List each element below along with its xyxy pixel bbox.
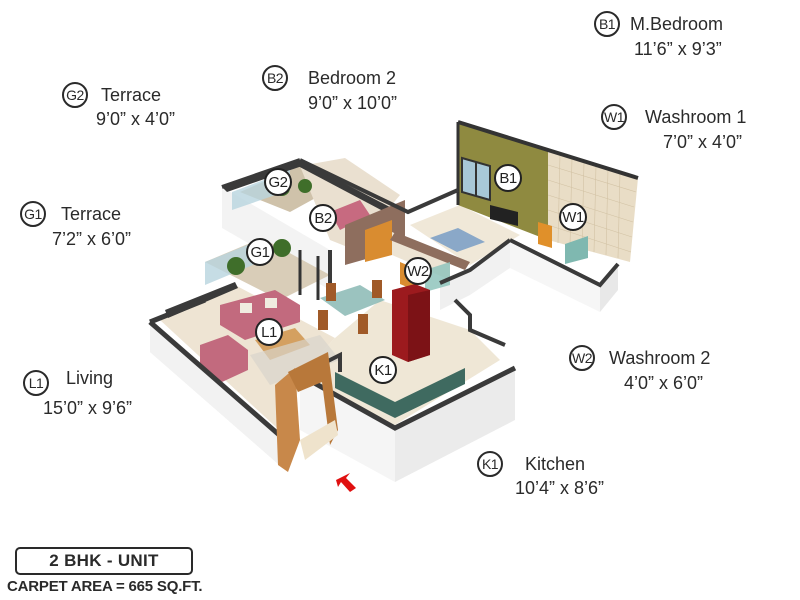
room-name-w1: Washroom 1: [645, 106, 747, 127]
room-name-w2: Washroom 2: [609, 347, 711, 368]
living-walls: [148, 297, 338, 472]
badge-w1: W1: [601, 104, 627, 130]
room-dims-w1: 7’0” x 4’0”: [663, 132, 743, 152]
badge-l1: L1: [23, 370, 49, 396]
plan-marker-g1[interactable]: G1: [246, 238, 274, 266]
legend-w2: W2 Washroom 2 4’0” x 6’0”: [569, 345, 711, 393]
carpet-area-text: CARPET AREA = 665 SQ.FT.: [7, 578, 203, 595]
legend-g1: G1 Terrace 7’2” x 6’0”: [20, 201, 131, 249]
bedroom-1-walls: [430, 120, 639, 264]
legend-l1: L1 Living 15’0” x 9’6”: [23, 367, 132, 418]
plan-marker-k1[interactable]: K1: [369, 356, 397, 384]
badge-g2: G2: [62, 82, 88, 108]
upper-walls: [221, 158, 620, 288]
legend-b1: B1 M.Bedroom 11’6” x 9’3”: [594, 11, 724, 59]
plan-marker-w1[interactable]: W1: [559, 203, 587, 231]
room-dims-k1: 10’4” x 8’6”: [515, 478, 605, 498]
room-dims-l1: 15’0” x 9’6”: [43, 398, 133, 418]
unit-type-badge: 2 BHK - UNIT: [15, 547, 193, 575]
plan-marker-b1[interactable]: B1: [494, 164, 522, 192]
plan-marker-w2[interactable]: W2: [404, 257, 432, 285]
plan-marker-b2[interactable]: B2: [309, 204, 337, 232]
room-name-g1: Terrace: [61, 203, 122, 224]
badge-k1: K1: [477, 451, 503, 477]
legend-b2: B2 Bedroom 2 9’0” x 10’0”: [262, 65, 397, 113]
badge-w2: W2: [569, 345, 595, 371]
room-name-g2: Terrace: [101, 84, 162, 105]
room-name-k1: Kitchen: [525, 453, 586, 474]
legend-g2: G2 Terrace 9’0” x 4’0”: [62, 82, 175, 129]
room-name-b2: Bedroom 2: [308, 67, 397, 88]
room-name-l1: Living: [66, 367, 114, 388]
room-dims-g1: 7’2” x 6’0”: [52, 229, 132, 249]
legend-k1: K1 Kitchen 10’4” x 8’6”: [477, 451, 604, 498]
room-dims-w2: 4’0” x 6’0”: [624, 373, 704, 393]
room-dims-g2: 9’0” x 4’0”: [96, 109, 176, 129]
badge-b2: B2: [262, 65, 288, 91]
room-dims-b2: 9’0” x 10’0”: [308, 93, 398, 113]
badge-g1: G1: [20, 201, 46, 227]
room-dims-b1: 11’6” x 9’3”: [634, 39, 722, 59]
plan-marker-l1[interactable]: L1: [255, 318, 283, 346]
badge-b1: B1: [594, 11, 620, 37]
plan-marker-g2[interactable]: G2: [264, 168, 292, 196]
room-name-b1: M.Bedroom: [630, 13, 724, 34]
entry-arrow-icon: [336, 473, 356, 492]
exterior-walls: [150, 187, 618, 482]
legend-w1: W1 Washroom 1 7’0” x 4’0”: [601, 104, 747, 152]
